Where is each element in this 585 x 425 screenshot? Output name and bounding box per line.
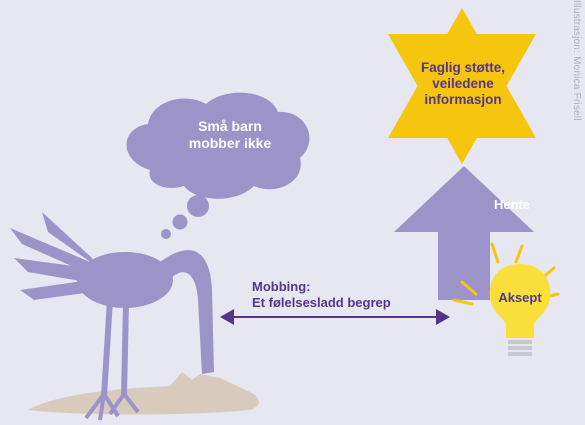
star-line2: veiledene	[390, 76, 536, 92]
double-arrow-label: Mobbing: Et følelsesladd begrep	[252, 279, 452, 310]
bulb-label: Aksept	[490, 290, 550, 306]
star-line1: Faglig støtte,	[390, 60, 536, 76]
illustration-credit: Illustrasjon: Monica Frisell	[566, 0, 582, 200]
sand-mound	[28, 372, 259, 415]
double-arrow-icon	[220, 309, 450, 325]
star-line3: informasjon	[390, 92, 536, 108]
star-text: Faglig støtte, veiledene informasjon	[390, 60, 536, 109]
thought-bubble-line2: mobber ikke	[160, 135, 300, 152]
double-arrow-line2: Et følelsesladd begrep	[252, 295, 452, 311]
thought-bubble-icon	[127, 93, 310, 239]
arrow-up-label: Hente	[494, 197, 554, 213]
thought-bubble-text: Små barn mobber ikke	[160, 118, 300, 152]
thought-bubble-line1: Små barn	[160, 118, 300, 135]
double-arrow-line1: Mobbing:	[252, 279, 452, 295]
